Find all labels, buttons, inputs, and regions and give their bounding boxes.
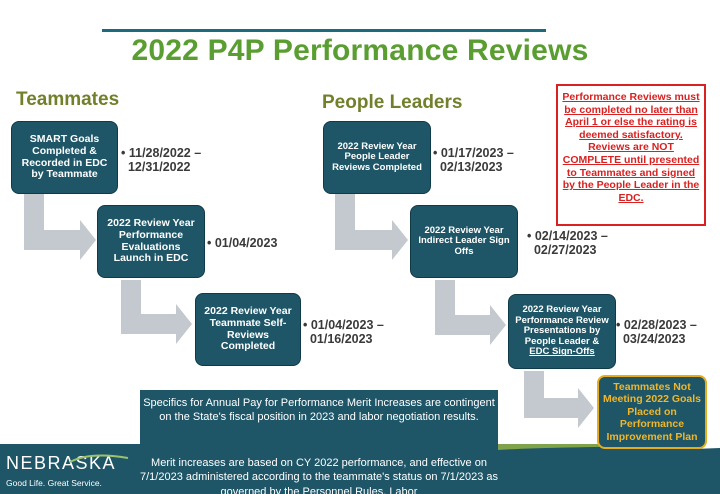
edc-signoffs-label: EDC Sign-Offs xyxy=(529,346,595,358)
people-leaders-heading: People Leaders xyxy=(322,92,463,113)
arrow-leaders-3 xyxy=(524,371,594,428)
logo-tagline: Good Life. Great Service. xyxy=(6,478,102,488)
completion-notice: Performance Reviews must be completed no… xyxy=(556,84,706,226)
step-presentations-label: 2022 Review Year Performance Review Pres… xyxy=(515,303,609,347)
merit-paragraph-2: Merit increases are based on CY 2022 per… xyxy=(140,457,498,494)
date-self-reviews: • 01/04/2023 – 01/16/2023 xyxy=(303,318,384,347)
step-indirect-signoff-label: 2022 Review Year Indirect Leader Sign Of… xyxy=(418,224,510,257)
step-indirect-signoff: 2022 Review Year Indirect Leader Sign Of… xyxy=(410,205,518,278)
date-evaluations-launch: • 01/04/2023 xyxy=(207,236,278,250)
date-indirect-signoff: • 02/14/2023 – 02/27/2023 xyxy=(527,229,608,258)
arrow-teammates-1 xyxy=(24,194,96,260)
merit-panel xyxy=(140,390,498,494)
title-rule xyxy=(102,29,546,32)
date-presentations: • 02/28/2023 – 03/24/2023 xyxy=(616,318,697,347)
arrow-teammates-2 xyxy=(121,280,192,344)
improvement-plan-label: Teammates Not Meeting 2022 Goals Placed … xyxy=(602,380,702,443)
step-leader-reviews: 2022 Review Year People Leader Reviews C… xyxy=(323,121,431,194)
step-evaluations-launch: 2022 Review Year Performance Evaluations… xyxy=(97,205,205,278)
logo-swoosh-icon xyxy=(70,454,129,463)
nebraska-logo: NEBRASKA xyxy=(6,453,117,473)
improvement-plan-box: Teammates Not Meeting 2022 Goals Placed … xyxy=(597,375,707,449)
step-self-reviews: 2022 Review Year Teammate Self-Reviews C… xyxy=(195,293,301,366)
step-presentations: 2022 Review Year Performance Review Pres… xyxy=(508,294,616,369)
step-smart-goals-label: SMART Goals Completed & Recorded in EDC … xyxy=(21,133,108,181)
step-evaluations-launch-label: 2022 Review Year Performance Evaluations… xyxy=(107,217,195,265)
step-self-reviews-label: 2022 Review Year Teammate Self-Reviews C… xyxy=(204,305,292,353)
teammates-heading: Teammates xyxy=(16,89,120,110)
page-title: 2022 P4P Performance Reviews xyxy=(131,34,589,67)
date-smart-goals: • 11/28/2022 – 12/31/2022 xyxy=(121,146,202,175)
date-leader-reviews: • 01/17/2023 – 02/13/2023 xyxy=(433,146,514,175)
merit-paragraph-1: Specifics for Annual Pay for Performance… xyxy=(143,397,495,424)
step-leader-reviews-label: 2022 Review Year People Leader Reviews C… xyxy=(332,140,422,173)
arrow-leaders-2 xyxy=(435,280,506,345)
step-smart-goals: SMART Goals Completed & Recorded in EDC … xyxy=(11,121,118,194)
arrow-leaders-1 xyxy=(335,194,408,260)
